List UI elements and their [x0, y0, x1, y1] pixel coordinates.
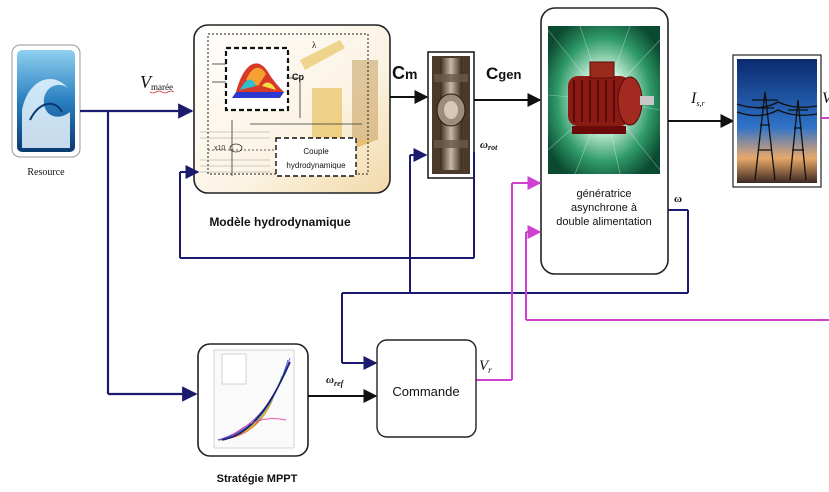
generator-box: génératrice asynchrone à double alimenta… — [540, 7, 669, 275]
couple-block — [275, 137, 357, 177]
cgen-label: Cgen — [486, 64, 521, 83]
resource-image — [11, 44, 81, 158]
mppt-title: Stratégie MPPT — [217, 473, 298, 485]
hydro-model-title: Modèle hydrodynamique — [209, 215, 351, 229]
v-right-label: V — [822, 90, 829, 107]
vr-label: Vr — [479, 358, 492, 375]
lambda-label: λ — [312, 40, 317, 50]
cm-label: Cm — [392, 63, 417, 83]
v-maree-label: Vmarée — [140, 72, 173, 92]
mppt-curves-plot — [217, 357, 291, 441]
cp-surface-plot — [232, 63, 284, 98]
hydro-model-box: Cp λ x10 Couple hydrodynamique — [193, 24, 391, 194]
svg-text:x10: x10 — [214, 145, 225, 152]
omega-label: ω — [674, 193, 682, 205]
resource-label: Resource — [27, 167, 65, 178]
generator-line1: génératrice — [576, 188, 631, 200]
isr-label: Is,r — [690, 90, 705, 108]
omega-ref-label: ωref — [326, 374, 345, 388]
commande-label: Commande — [392, 384, 459, 399]
motor-image — [568, 61, 654, 134]
generator-line2: asynchrone à — [571, 202, 638, 214]
omega-rot-label: ωrot — [480, 139, 498, 152]
cp-label: Cp — [292, 72, 304, 82]
couple-line1: Couple — [303, 147, 329, 156]
spellcheck-underline — [149, 90, 175, 94]
commande-box — [376, 339, 477, 438]
mppt-box — [197, 343, 309, 457]
shaft-image — [427, 51, 475, 179]
grid-pylon-image — [732, 54, 822, 188]
generator-line3: double alimentation — [556, 216, 651, 228]
couple-line2: hydrodynamique — [286, 161, 346, 170]
